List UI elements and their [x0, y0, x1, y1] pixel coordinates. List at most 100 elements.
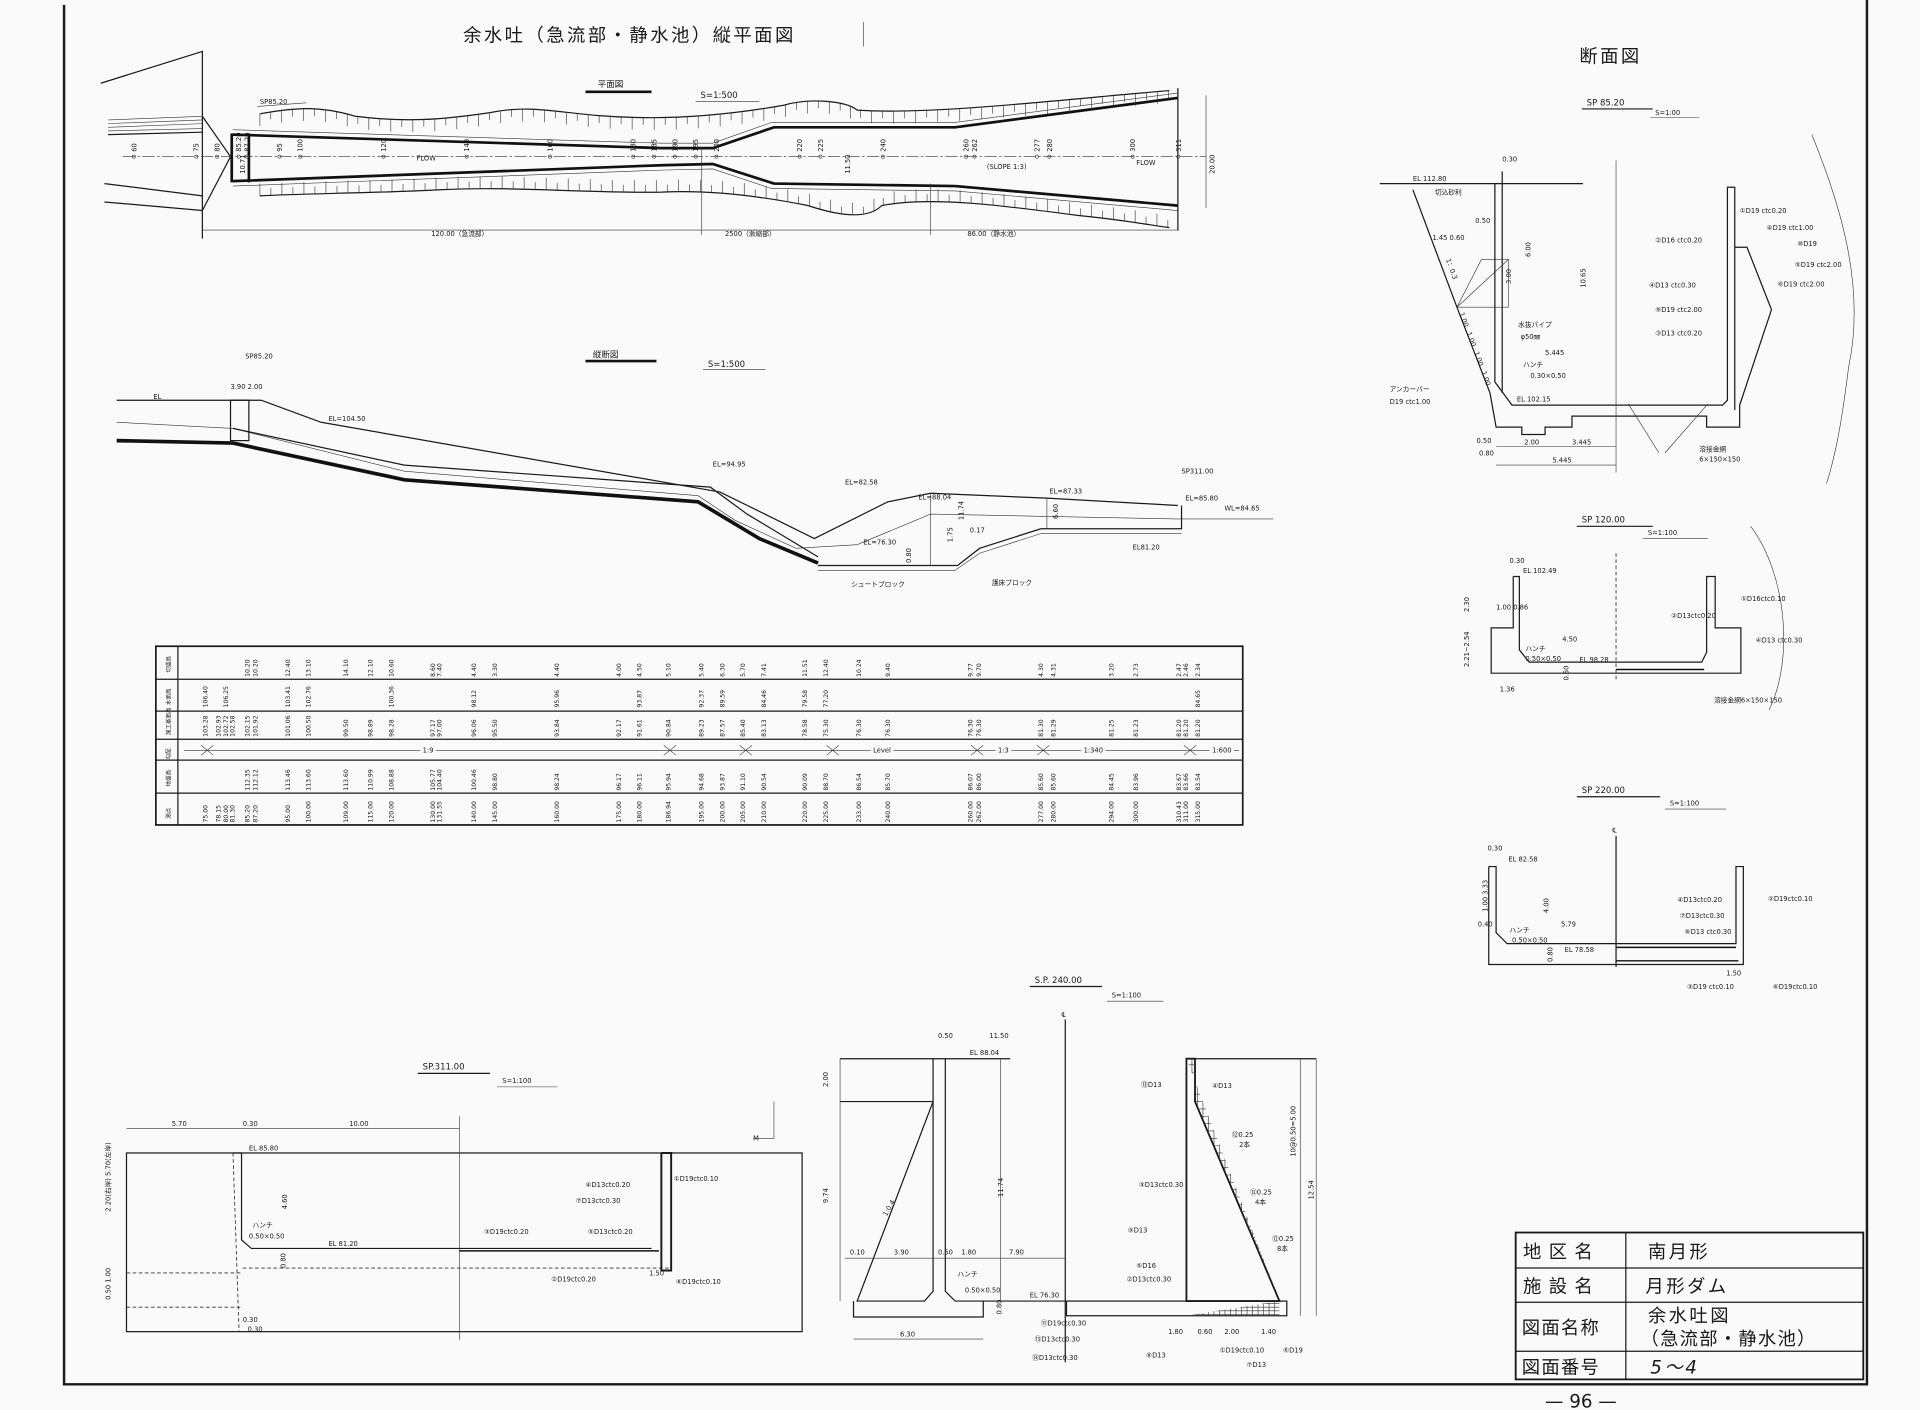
sp311-label: EL 81.20: [328, 1240, 357, 1248]
sp220-label: 0.40: [1478, 921, 1493, 929]
table-row-label: 地盤高: [165, 769, 173, 786]
slope-change-mark: [663, 745, 677, 756]
table-cell-cut: 14.10: [343, 659, 350, 677]
sp240-label: ⑫0.25: [1250, 1189, 1272, 1197]
sp85-label: 5.445: [1552, 457, 1571, 465]
sp240-label: 3.90: [894, 1249, 909, 1257]
station-label: 85.20: [235, 133, 243, 152]
sp85-label: 1.00: [1465, 331, 1478, 348]
station-marker: [693, 154, 698, 159]
table-cell-base: 102.58: [230, 715, 237, 736]
table-cell-station: 186.94: [665, 801, 672, 822]
sp240-label: ②D13ctc0.30: [1126, 1275, 1171, 1283]
sp85-label: EL 102.15: [1517, 395, 1551, 403]
table-cell-station: 195.00: [699, 801, 706, 822]
table-cell-cut: 4.31: [1050, 663, 1057, 677]
table-cell-cut: 13.10: [306, 659, 313, 677]
table-cell-base: 100.50: [306, 715, 313, 736]
table-cell-base: 92.17: [616, 719, 623, 737]
sp240-label: ③D13ctc0.30: [1139, 1181, 1184, 1189]
sp220-label: ③D19 ctc0.10: [1687, 983, 1734, 991]
sp240-label: ⑧D13: [1146, 1351, 1166, 1359]
table-cell-station: 200.00: [719, 801, 726, 822]
sp120-label: 1.36: [1500, 686, 1515, 694]
table-cell-base: 102.15: [244, 715, 251, 736]
sp240-label: ⑭D13ctc0.30: [1032, 1354, 1077, 1362]
station-marker: [880, 154, 885, 159]
slope-change-mark: [200, 745, 214, 756]
sp220-label: EL 82.58: [1508, 856, 1537, 864]
table-cell-base: 81.20: [1176, 719, 1183, 737]
sp240-label: 0.80: [996, 1300, 1004, 1315]
table-cell-ground: 93.87: [719, 773, 726, 791]
slope-label: 1:340: [1084, 747, 1103, 755]
sp311-label: ⑦D13ctc0.30: [576, 1197, 621, 1205]
table-cell-cut: 10.60: [388, 659, 395, 677]
table-cell-cut: 9.77: [968, 663, 975, 677]
slope-label: Level: [873, 747, 891, 755]
sp85-label: EL 112.80: [1413, 175, 1447, 183]
table-row-label: 施工基面高: [165, 707, 173, 735]
sp240-label: 0.50×0.50: [965, 1287, 1001, 1295]
table-cell-base: 93.84: [554, 719, 561, 737]
sp120-label: 溶接金網6×150×150: [1714, 696, 1782, 705]
profile-label: 0.80: [905, 548, 913, 563]
table-cell-base: 98.89: [368, 719, 375, 737]
sp240-label: ④D13: [1212, 1082, 1232, 1090]
sp311-label: EL 85.80: [249, 1145, 278, 1153]
station-marker: [131, 154, 136, 159]
table-cell-cut: 4.00: [616, 663, 623, 677]
sp220-label: 0.30: [1488, 845, 1503, 853]
sp240-label: ⑨D13: [1128, 1227, 1148, 1235]
table-cell-ground: 90.09: [802, 773, 809, 791]
table-cell-cut: 12.10: [368, 659, 375, 677]
sp120-label: ④D13 ctc0.30: [1756, 637, 1803, 645]
sp85-label: 6.00: [1524, 242, 1532, 257]
table-cell-ground: 88.70: [823, 773, 830, 791]
slope-note: (SLOPE 1:3): [987, 163, 1027, 171]
station-marker: [215, 154, 219, 159]
profile-view: 縦断図 S=1:500 SP85.203.90 2.00ELEL=104.50E…: [116, 348, 1274, 588]
table-cell-station: 315.00: [1195, 801, 1202, 822]
table-cell-ground: 85.70: [885, 773, 892, 791]
table-cell-station: 225.00: [823, 801, 830, 822]
slope-change-mark: [826, 745, 840, 756]
table-cell-station: 260.00: [968, 801, 975, 822]
sp240-label: ⑥D19: [1283, 1346, 1303, 1354]
drawing-name-label: 図面名称: [1522, 1318, 1600, 1339]
sp120-scale: S=1:100: [1648, 529, 1677, 537]
sheet-border: [62, 0, 1869, 1386]
table-cell-base: 81.20: [1183, 719, 1190, 737]
sp85-label: D19 ctc1.00: [1390, 398, 1431, 406]
sp120-label: 1.00 0.86: [1496, 604, 1528, 612]
station-label: 300: [1129, 139, 1137, 152]
table-cell-base: 101.06: [285, 715, 292, 736]
sp240-title: S.P. 240.00: [1035, 976, 1082, 986]
table-cell-cut: 2.47: [1176, 663, 1183, 677]
sp120-label: 0.50: [1562, 666, 1570, 681]
sp85-label: 0.30: [1502, 156, 1517, 164]
station-label: 200: [713, 139, 721, 152]
table-cell-station: 85.20: [244, 805, 251, 823]
station-label: 240: [879, 139, 887, 152]
sp311-label: 0.30: [248, 1326, 263, 1334]
table-cell-ground: 113.46: [285, 769, 292, 790]
profile-label: 11.74: [958, 501, 966, 520]
table-cell-water: 89.59: [719, 690, 726, 708]
sp85-label: 1.45 0.60: [1432, 234, 1464, 242]
table-cell-station: 75.00: [202, 805, 209, 823]
station-marker: [631, 154, 636, 159]
sp311-label: 4.60: [281, 1194, 289, 1209]
table-cell-ground: 113.60: [306, 769, 313, 790]
table-cell-station: 78.15: [215, 805, 222, 823]
table-cell-cut: 5.70: [740, 663, 747, 677]
table-cell-water: 84.65: [1195, 690, 1202, 708]
table-cell-base: 97.00: [437, 719, 444, 737]
drawing-number-label: 図面番号: [1522, 1357, 1600, 1378]
table-cell-water: 77.20: [823, 690, 830, 708]
sp240-label: 4本: [1255, 1197, 1266, 1206]
station-marker: [1034, 154, 1039, 159]
sp120-label: 0.50×0.50: [1525, 655, 1561, 663]
